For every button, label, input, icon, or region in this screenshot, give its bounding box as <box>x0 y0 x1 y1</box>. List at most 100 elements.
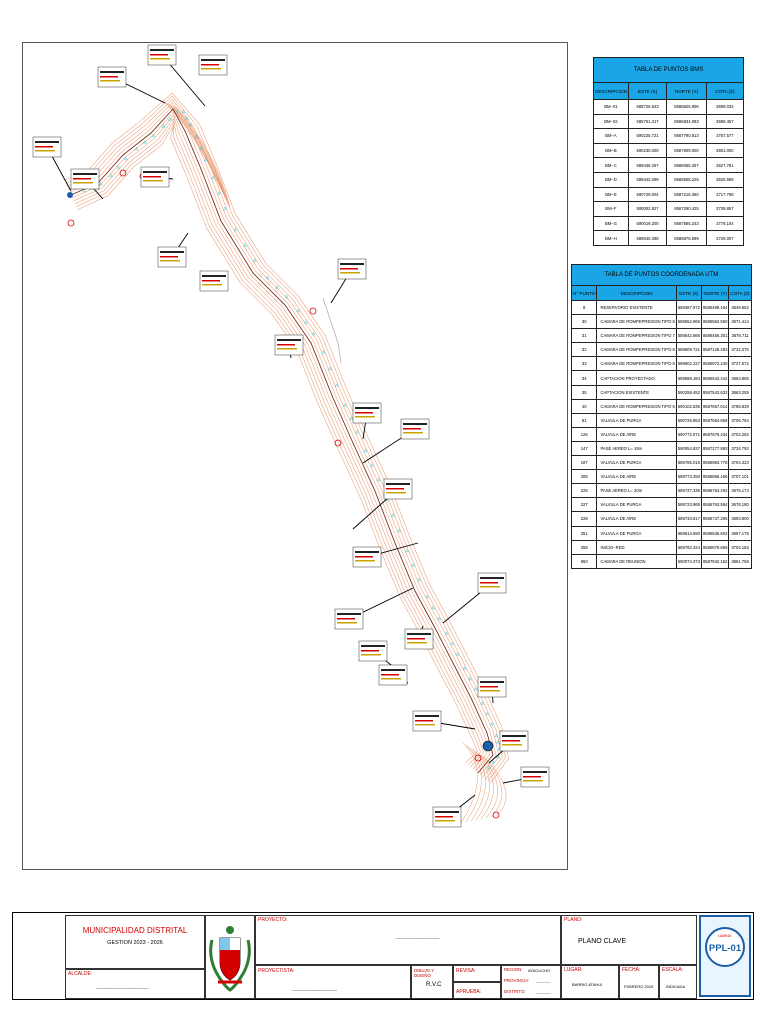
callout-text-line <box>480 586 500 588</box>
aprueba-cell: APRUEBA: <box>453 982 501 999</box>
utm-table-cell: 8586972.240 <box>700 356 730 372</box>
lugar-label: LUGAR: <box>564 967 583 973</box>
survey-marker-icon: ⁂ <box>117 165 121 170</box>
utm-table-cell: 31 <box>570 328 598 344</box>
contour-line <box>77 124 478 764</box>
proyectista-cell: PROYECTISTA: ---------------------------… <box>255 965 411 999</box>
utm-table-cell: CAMARA DE ROMPEPRESION TIPO 6 <box>596 398 677 414</box>
provincia-value: ----------- <box>536 979 551 984</box>
utm-table-cell: 590054.837 <box>675 440 702 457</box>
plano-cell: PLANO: PLANO CLAVE <box>561 915 697 965</box>
callout-text-line <box>340 268 358 270</box>
bms-points-table: TABLA DE PUNTOS BMS DESCRIPCION ESTE (X)… <box>593 57 745 246</box>
callout-title-bar <box>201 59 225 61</box>
alcalde-cell: ALCALDE: -------------------------------… <box>65 969 205 999</box>
fecha-label: FECHA: <box>622 967 641 973</box>
survey-marker-icon: ⁂ <box>194 135 198 140</box>
bms-table-cell: 589442.099 <box>627 171 668 188</box>
survey-marker-icon: ⁂ <box>296 309 300 314</box>
callout-title-bar <box>150 49 174 51</box>
utm-table-cell: 3863.255 <box>728 384 752 400</box>
utm-table-cell: VALVULA DE PURGA <box>596 525 677 541</box>
callout-text-line <box>523 780 543 782</box>
survey-marker-icon: ⁂ <box>363 449 367 454</box>
callout-title-bar <box>480 577 504 579</box>
bms-table-cell: 8587790.813 <box>666 128 707 144</box>
callout-text-line <box>143 176 161 178</box>
utm-table-cell: 34 <box>570 370 598 386</box>
survey-marker-icon: ⁂ <box>385 497 389 502</box>
survey-marker-icon: ⁂ <box>109 173 113 178</box>
utm-table-cell: 589785.016 <box>675 455 702 471</box>
utm-header-este: ESTE (X) <box>675 285 702 301</box>
contour-line <box>76 120 481 766</box>
utm-table-cell: CAMARA DE ROMPEPRESION TIPO 6 <box>596 342 677 358</box>
survey-marker-icon: ⁂ <box>445 631 449 636</box>
survey-marker-icon: ⁂ <box>463 666 467 671</box>
utm-table-cell: 3706.754 <box>728 412 752 428</box>
proyectista-value: ------------------------------ <box>292 988 337 993</box>
bms-table-cell: BM−D <box>593 171 629 188</box>
utm-table-cell: 590729.853 <box>675 412 702 428</box>
contour-line <box>69 105 497 776</box>
callout-text-line <box>361 650 379 652</box>
contour-line <box>68 102 500 778</box>
utm-table-cell: 3693.800 <box>728 511 752 527</box>
distrito-value: ----------- <box>536 990 551 995</box>
utm-table-cell: 3678.180 <box>728 497 752 513</box>
municipality-cell: MUNICIPALIDAD DISTRITAL GESTION 2023 - 2… <box>65 915 205 969</box>
utm-table-cell: 225 <box>570 483 598 499</box>
utm-table-cell: 3675.174 <box>728 483 752 499</box>
survey-marker-icon: ⁂ <box>473 687 477 692</box>
contour-line <box>64 92 509 784</box>
utm-table-cell: 227 <box>570 497 598 513</box>
callout-text-line <box>480 686 498 688</box>
survey-marker-icon: ⁂ <box>494 733 498 738</box>
survey-marker-icon: ⁂ <box>328 367 332 372</box>
survey-marker-icon: ⁂ <box>135 147 139 152</box>
utm-table-cell: 589588.184 <box>675 370 702 386</box>
callout-text-line <box>407 638 425 640</box>
utm-table-cell: 3653.855 <box>728 370 752 386</box>
utm-table-cell: 8 <box>570 299 598 316</box>
utm-table-cell: 589542.866 <box>675 328 702 344</box>
coat-of-arms-cell <box>205 915 255 999</box>
callout-text-line <box>403 428 421 430</box>
utm-table-cell: 3727.672 <box>728 356 752 372</box>
utm-table-cell: 8587942.152 <box>700 553 730 569</box>
callout-text-line <box>201 68 221 70</box>
utm-table-cell: 8585543.442 <box>700 370 730 386</box>
utm-table-cell: 3734.792 <box>728 440 752 457</box>
utm-table-cell: 590102.836 <box>675 398 702 414</box>
contour-line <box>460 742 478 824</box>
proyecto-cell: PROYECTO: ----------------------------- <box>255 915 561 965</box>
callout-title-bar <box>403 423 427 425</box>
utm-table-cell: 3657.178 <box>728 525 752 541</box>
utm-table-cell: 206 <box>570 469 598 485</box>
utm-table-cell: VALVULA DE AIRE <box>596 426 677 442</box>
revisa-cell: REVISA: <box>453 965 501 982</box>
utm-table-cell: VALVULA DE AIRE <box>596 511 677 527</box>
node-symbol-icon <box>334 439 342 447</box>
bms-table-cell: 590002.827 <box>627 201 668 217</box>
bms-header-norte: NORTE (Y) <box>666 82 707 100</box>
utm-table-cell: 589723.965 <box>675 497 702 513</box>
survey-marker-icon: ⁂ <box>321 350 325 355</box>
survey-marker-icon: ⁂ <box>175 110 179 115</box>
callout-text-line <box>201 64 219 66</box>
utm-table-cell: 8587543.632 <box>700 384 730 400</box>
bms-table-cell: 590729.004 <box>627 186 668 203</box>
bms-table-cell: BM−C <box>593 157 629 173</box>
callout-text-line <box>160 256 178 258</box>
utm-table-cell: RESERVORIO EXISTENTE <box>596 299 677 316</box>
contour-line <box>477 752 498 819</box>
proyecto-label: PROYECTO: <box>258 917 288 923</box>
callout-title-bar <box>407 633 431 635</box>
